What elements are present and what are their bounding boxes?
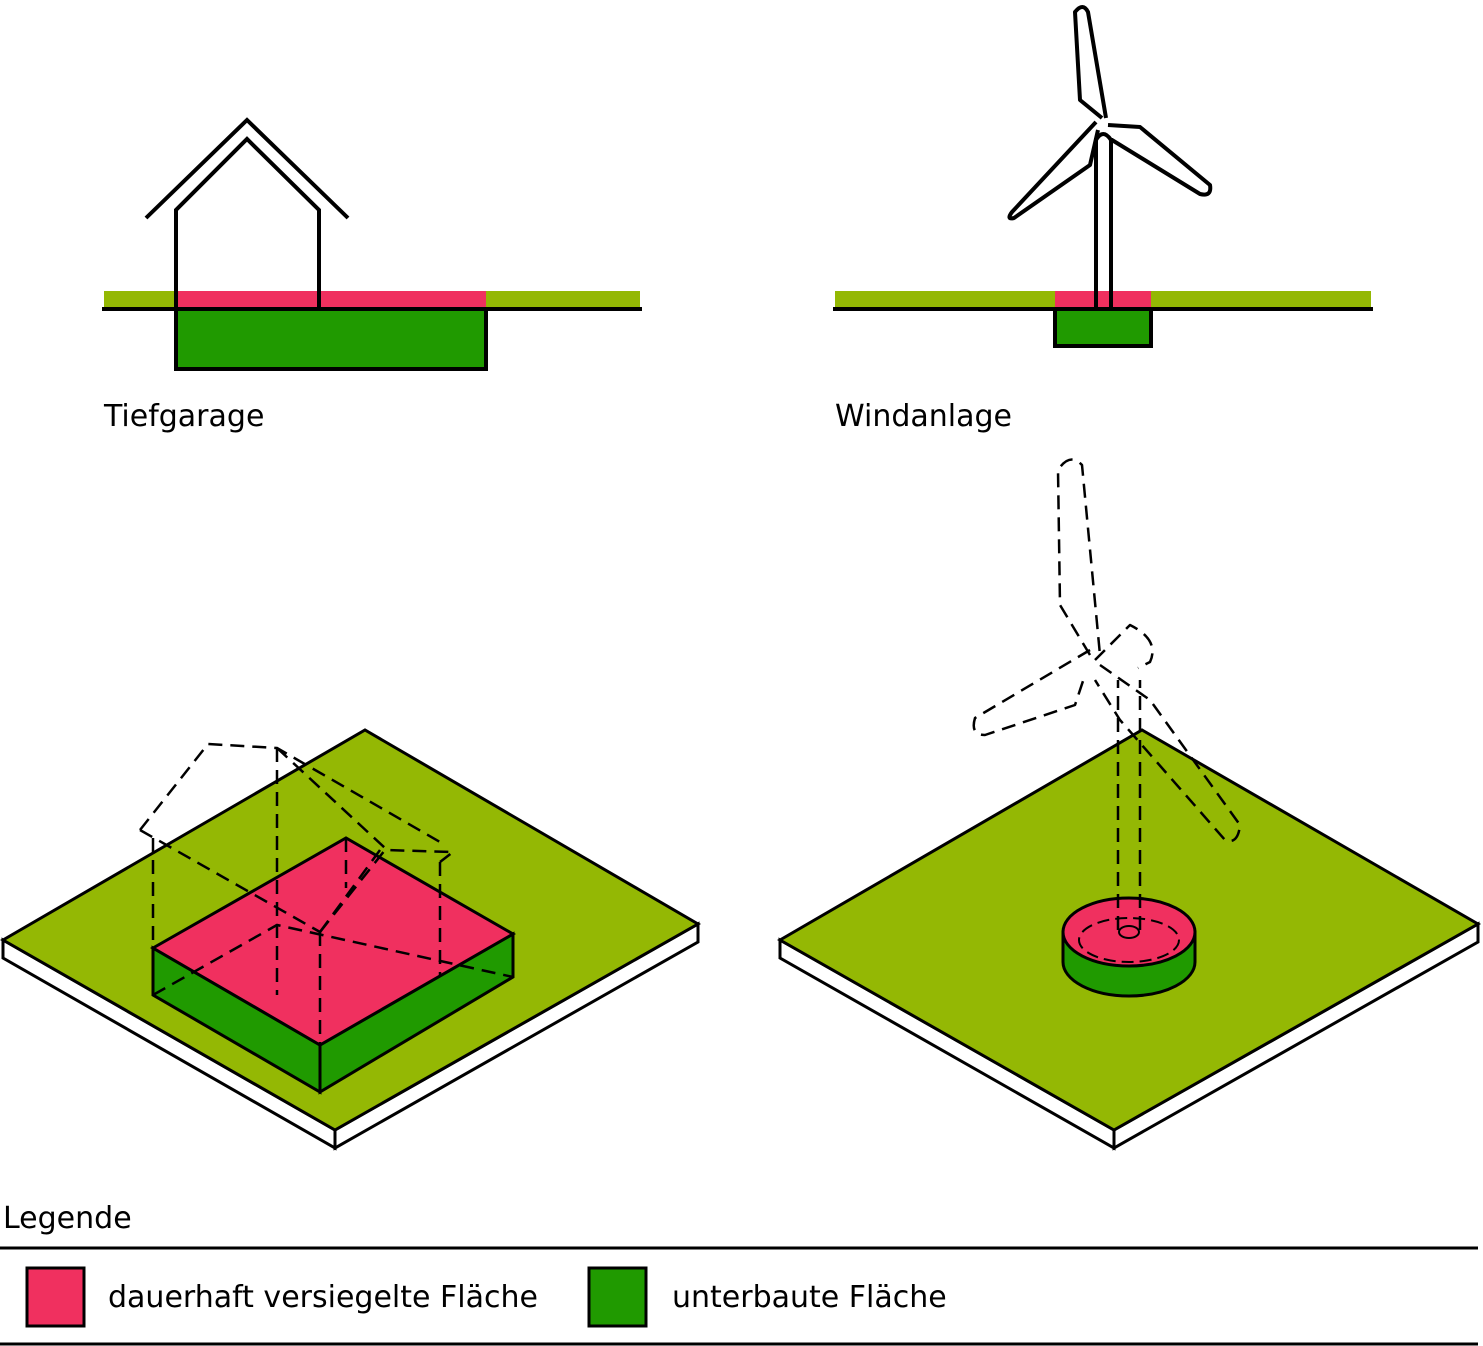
legend-title: Legende	[3, 1201, 132, 1236]
wind-mast-base	[1118, 925, 1140, 939]
garage-section-view: Tiefgarage	[102, 117, 642, 434]
garage-underground-box	[174, 307, 488, 371]
wind-foundation-inner	[1078, 917, 1180, 963]
legend-swatch-sealed	[25, 1266, 86, 1328]
legend-label-sealed: dauerhaft versiegelte Fläche	[108, 1280, 538, 1315]
wind-isometric-view	[776, 458, 1482, 1151]
wind-foundation-box	[1053, 307, 1153, 348]
wind-turbine-dashed-outline	[972, 458, 1242, 930]
wind-turbine-icon	[1007, 5, 1213, 309]
house-roof	[144, 117, 350, 220]
wind-label: Windanlage	[835, 399, 1012, 434]
legend: Legende dauerhaft versiegelte Fläche unt…	[0, 1201, 1478, 1346]
garage-label: Tiefgarage	[103, 399, 264, 434]
legend-swatch-underbuilt	[587, 1266, 648, 1328]
wind-sealed-strip	[1055, 291, 1151, 309]
garage-house-dashed-outline	[139, 742, 514, 1094]
garage-sealed-top	[149, 836, 517, 1047]
garage-sealed-strip	[176, 291, 486, 309]
legend-label-underbuilt: unterbaute Fläche	[672, 1280, 947, 1315]
garage-isometric-view	[0, 728, 702, 1151]
house-outline	[174, 136, 321, 309]
wind-foundation-top	[1061, 896, 1197, 968]
wind-section-view: Windanlage	[833, 5, 1373, 434]
